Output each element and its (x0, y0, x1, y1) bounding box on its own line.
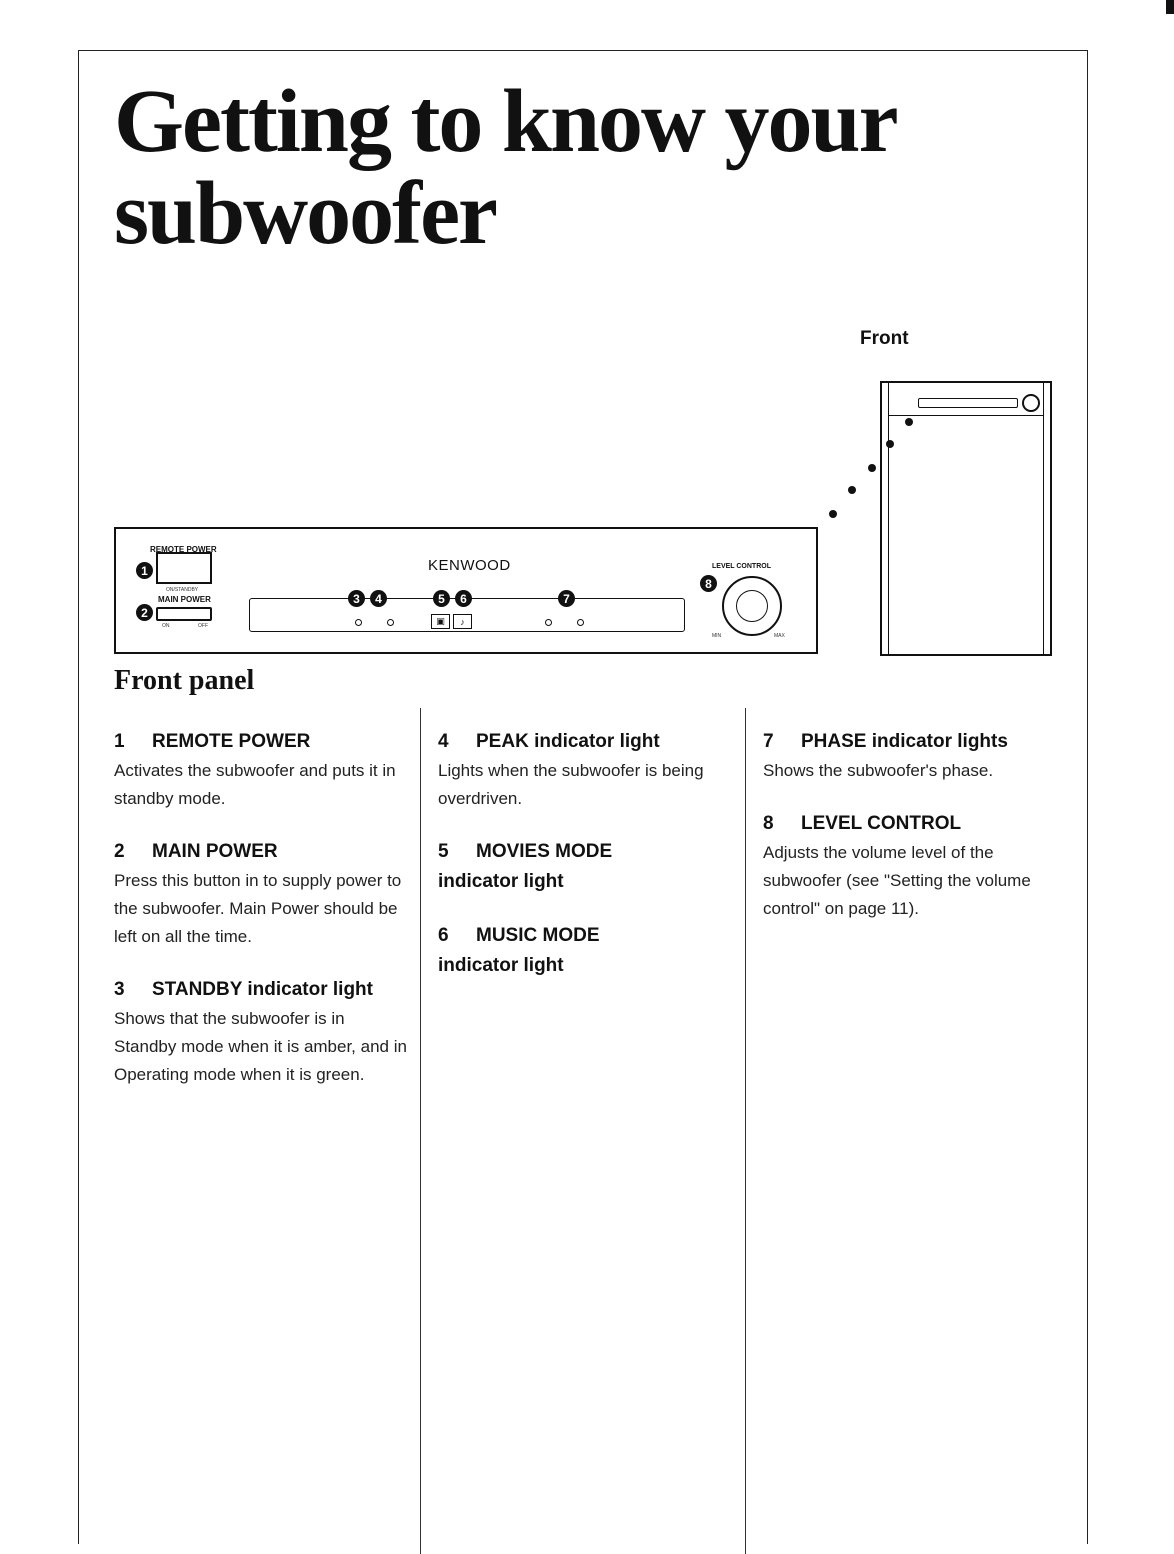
page-title-line1: Getting to know your (114, 72, 899, 171)
item-heading-bold: MOVIES MODE (476, 841, 613, 862)
item-heading: 4 PEAK indicator light (438, 727, 733, 757)
item-music-mode: 6 MUSIC MODE indicator light (438, 921, 733, 981)
item-number: 1 (114, 731, 125, 752)
callout-2: 2 (136, 604, 153, 621)
callout-1: 1 (136, 562, 153, 579)
item-heading: 3 STANDBY indicator light (114, 975, 409, 1005)
main-power-button (156, 607, 212, 621)
connector-dot (868, 464, 876, 472)
item-standby-indicator: 3 STANDBY indicator light Shows that the … (114, 975, 409, 1089)
item-description: Adjusts the volume level of the subwoofe… (763, 843, 1031, 918)
off-label: OFF (198, 623, 208, 629)
cabinet-indicator-strip (918, 398, 1018, 408)
column-divider-1 (420, 708, 421, 1554)
item-heading: 1 REMOTE POWER (114, 727, 409, 757)
item-movies-mode: 5 MOVIES MODE indicator light (438, 837, 733, 897)
level-control-knob (722, 576, 782, 636)
column-3: 7 PHASE indicator lights Shows the subwoo… (763, 727, 1063, 947)
cabinet-level-knob (1022, 394, 1040, 412)
corner-mark (1166, 0, 1174, 14)
item-heading: 7 PHASE indicator lights (763, 727, 1063, 757)
item-number: 7 (763, 731, 774, 752)
music-mode-icon: ♪ (453, 614, 472, 629)
max-label: MAX (774, 633, 785, 639)
cabinet-panel-line (888, 415, 1044, 416)
item-number: 5 (438, 841, 449, 862)
remote-power-label: REMOTE POWER (150, 545, 217, 554)
item-number: 8 (763, 813, 774, 834)
phase-reverse-led (577, 619, 584, 626)
item-number: 6 (438, 925, 449, 946)
item-heading-rest: indicator light (247, 979, 373, 1000)
brand-logo: KENWOOD (428, 557, 511, 574)
connector-dot (886, 440, 894, 448)
on-label: ON (162, 623, 170, 629)
item-number: 2 (114, 841, 125, 862)
cabinet-edge-left (888, 383, 889, 654)
frame-top-rule (78, 50, 1088, 51)
section-title: Front panel (114, 665, 255, 696)
callout-5: 5 (433, 590, 450, 607)
item-description: Lights when the subwoofer is being overd… (438, 761, 704, 808)
callout-8: 8 (700, 575, 717, 592)
level-control-knob-center (736, 590, 768, 622)
on-standby-label: ON/STANDBY (166, 587, 199, 593)
item-peak-indicator: 4 PEAK indicator light Lights when the su… (438, 727, 733, 813)
item-heading-bold: LEVEL CONTROL (801, 813, 962, 834)
item-heading-bold: STANDBY (152, 979, 243, 1000)
item-heading-rest: indicator lights (871, 731, 1008, 752)
item-description: Shows the subwoofer's phase. (763, 761, 994, 780)
main-power-label: MAIN POWER (158, 595, 211, 604)
item-level-control: 8 LEVEL CONTROL Adjusts the volume level … (763, 809, 1063, 923)
callout-7: 7 (558, 590, 575, 607)
frame-right-rule (1087, 50, 1088, 1544)
item-phase-indicator: 7 PHASE indicator lights Shows the subwoo… (763, 727, 1063, 785)
item-description: Shows that the subwoofer is in Standby m… (114, 1009, 407, 1084)
front-panel-diagram: REMOTE POWER 1 ON/STANDBY MAIN POWER 2 O… (114, 527, 818, 654)
cabinet-edge-right (1043, 383, 1044, 654)
phase-normal-led (545, 619, 552, 626)
front-label: Front (860, 328, 909, 349)
page-title: Getting to know your subwoofer (114, 72, 899, 263)
callout-4: 4 (370, 590, 387, 607)
movies-mode-icon: ▣ (431, 614, 450, 629)
standby-led (355, 619, 362, 626)
item-main-power: 2 MAIN POWER Press this button in to supp… (114, 837, 409, 951)
item-heading-bold: REMOTE POWER (152, 731, 311, 752)
callout-3: 3 (348, 590, 365, 607)
item-number: 3 (114, 979, 125, 1000)
column-1: 1 REMOTE POWER Activates the subwoofer an… (114, 727, 409, 1113)
item-heading-line2: indicator light (438, 871, 564, 892)
item-heading-bold: MUSIC MODE (476, 925, 600, 946)
remote-power-button (156, 552, 212, 584)
item-heading: 2 MAIN POWER (114, 837, 409, 867)
item-heading: 8 LEVEL CONTROL (763, 809, 1063, 839)
subwoofer-front-view (880, 381, 1052, 656)
peak-led (387, 619, 394, 626)
connector-dot (829, 510, 837, 518)
item-heading: 5 MOVIES MODE (438, 837, 733, 867)
column-divider-2 (745, 708, 746, 1554)
item-remote-power: 1 REMOTE POWER Activates the subwoofer an… (114, 727, 409, 813)
item-heading-bold: PHASE (801, 731, 867, 752)
level-control-label: LEVEL CONTROL (712, 563, 771, 570)
page-title-line2: subwoofer (114, 164, 498, 263)
item-description: Activates the subwoofer and puts it in s… (114, 761, 396, 808)
item-number: 4 (438, 731, 449, 752)
item-heading-rest: indicator light (534, 731, 660, 752)
item-heading-line2: indicator light (438, 955, 564, 976)
item-heading: 6 MUSIC MODE (438, 921, 733, 951)
item-description: Press this button in to supply power to … (114, 871, 402, 946)
frame-left-rule (78, 50, 79, 1544)
callout-6: 6 (455, 590, 472, 607)
connector-dot (848, 486, 856, 494)
item-heading-bold: PEAK (476, 731, 529, 752)
min-label: MIN (712, 633, 722, 639)
item-heading-bold: MAIN POWER (152, 841, 278, 862)
connector-dot (905, 418, 913, 426)
column-2: 4 PEAK indicator light Lights when the su… (438, 727, 733, 1005)
